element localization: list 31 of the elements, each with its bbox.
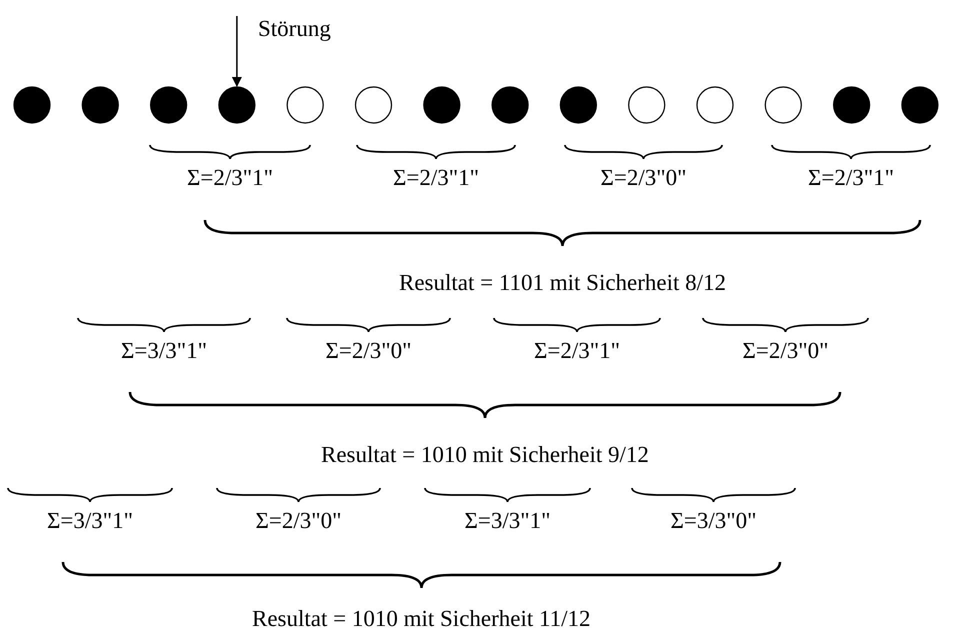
disturbance-label: Störung [258,16,331,42]
sum-label: Σ=2/3"1" [534,338,620,364]
hollow-dot [764,86,802,124]
sum-label: Σ=2/3"0" [326,338,412,364]
sum-label: Σ=3/3"1" [47,508,134,534]
filled-dot [901,86,938,124]
result-label: Resultat = 1010 mit Sicherheit 9/12 [321,442,649,468]
arrow [232,16,242,87]
filled-dot [13,86,51,124]
filled-dot [492,86,529,124]
result-label: Resultat = 1101 mit Sicherheit 8/12 [399,270,726,296]
filled-dot [218,86,256,124]
sum-label: Σ=3/3"1" [464,508,551,534]
sum-label: Σ=3/3"1" [121,338,208,364]
sum-label: Σ=2/3"1" [393,165,480,190]
filled-dot [150,86,188,124]
hollow-dot [286,86,324,124]
sum-label: Σ=2/3"1" [187,165,274,190]
sum-label: Σ=2/3"0" [600,165,687,190]
hollow-dot [696,86,734,124]
filled-dot [560,86,597,124]
sum-label: Σ=2/3"0" [742,338,829,364]
filled-dot [423,86,460,124]
result-label: Resultat = 1010 mit Sicherheit 11/12 [252,606,591,632]
hollow-dot [354,86,392,124]
filled-dot [833,86,870,124]
sum-label: Σ=2/3"1" [808,165,894,190]
sum-label: Σ=3/3"0" [670,508,757,534]
filled-dot [82,86,119,124]
sum-label: Σ=2/3"0" [256,508,342,534]
hollow-dot [628,86,666,124]
